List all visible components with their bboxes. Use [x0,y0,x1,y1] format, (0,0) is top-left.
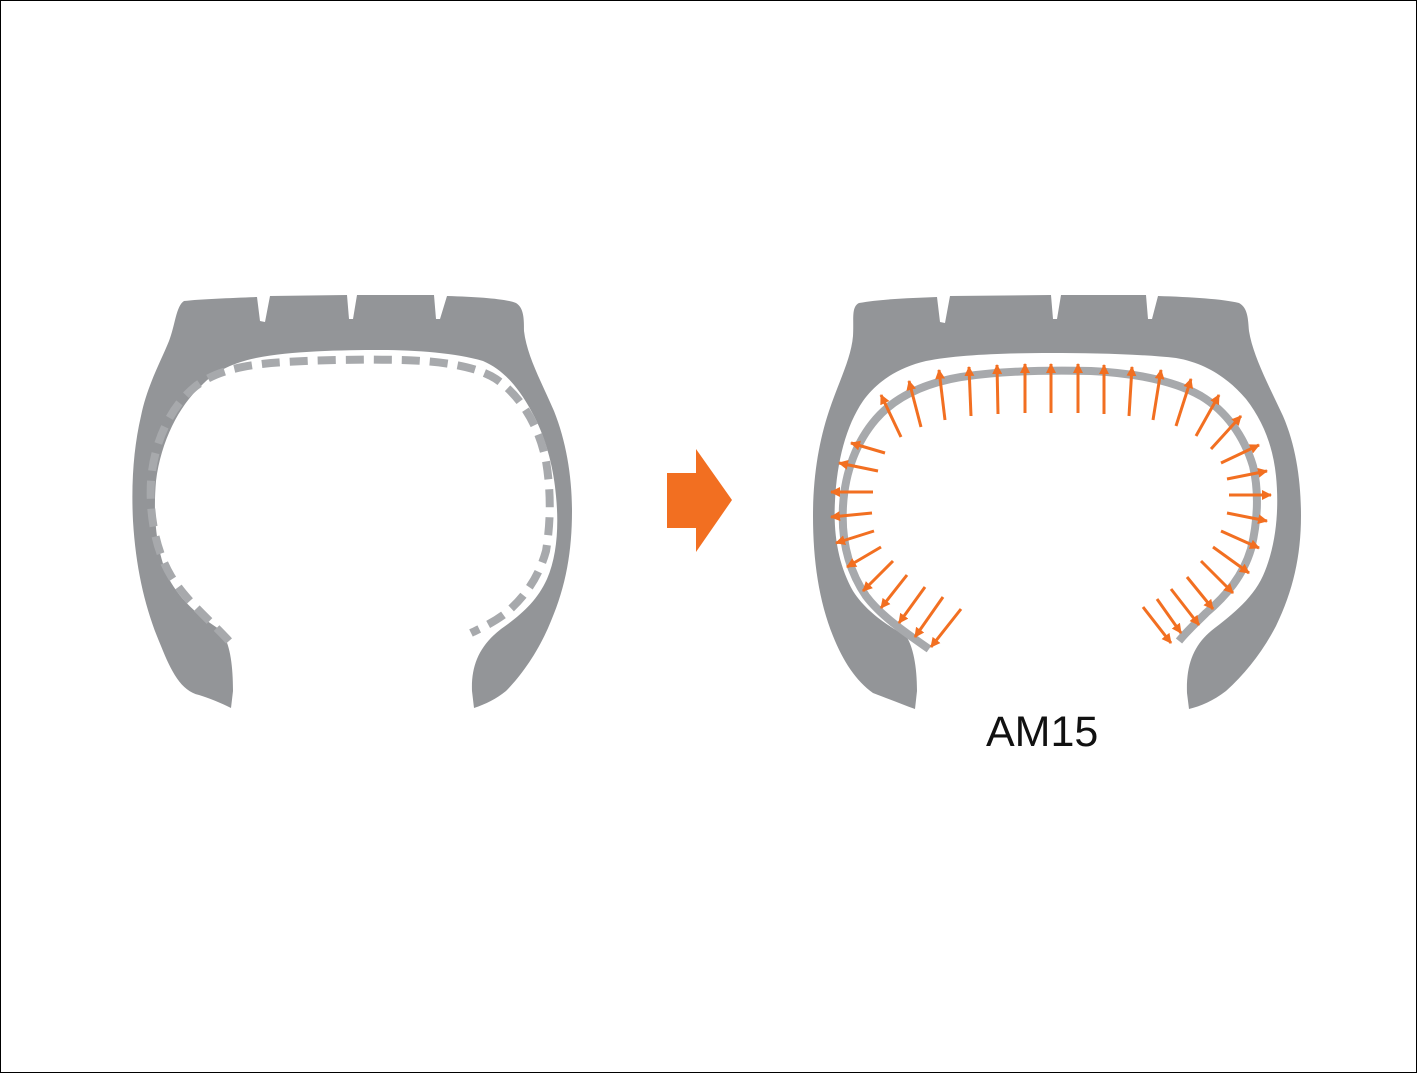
pressure-arrow-icon [964,366,975,417]
left-tire [132,295,572,708]
pressure-arrow-icon [929,608,963,648]
pressure-arrow-icon [830,511,873,522]
pressure-arrow-icon [1151,369,1165,421]
pressure-arrow-icon [1209,414,1243,451]
pressure-arrow-icon [1141,606,1173,644]
pressure-arrow-icon [1185,576,1215,610]
pressure-arrow-icon [1220,443,1260,465]
pressure-arrow-icon [1220,529,1260,550]
pressure-arrow-icon [935,369,947,421]
pressure-arrow-icon [1226,467,1268,481]
pressure-arrow-icon [838,459,879,473]
pressure-arrow-icon [897,586,927,624]
pressure-arrow-icon [1155,598,1183,634]
pressure-arrow-icon [992,364,1003,415]
pressure-arrow-icon [1169,588,1201,626]
pressure-arrow-icon [846,545,882,569]
pressure-arrow-icon [906,380,923,428]
pressure-arrow-icon [835,529,875,546]
product-label: AM15 [986,708,1099,756]
pressure-arrow-icon [879,574,909,609]
pressure-arrow-icon [1226,511,1268,525]
pressure-arrows [830,363,1272,648]
pressure-arrow-icon [861,559,895,593]
pressure-arrow-icon [913,596,945,638]
pressure-arrow-icon [1199,559,1235,595]
pressure-arrow-icon [879,394,903,438]
transition-arrow-icon [667,449,732,552]
left-tire-liner-dashed [146,355,554,644]
left-tire-shape [132,295,572,708]
pressure-arrow-icon [1212,545,1250,575]
pressure-arrow-icon [850,440,886,455]
pressure-arrow-icon [1174,378,1194,427]
pressure-arrow-icon [1194,394,1221,437]
right-tire [813,295,1301,709]
pressure-arrow-icon [1126,366,1137,417]
right-tire-shape [813,295,1301,709]
